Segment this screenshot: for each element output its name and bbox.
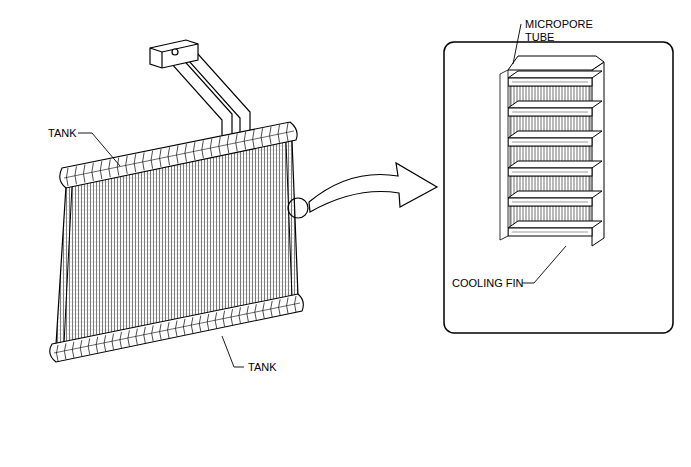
part-label: COOLING FIN [452, 277, 532, 290]
part-label: MICROPORE TUBE [525, 18, 595, 44]
refrigerant-pipes [150, 40, 250, 140]
detail-circle [288, 198, 308, 218]
detail-arrow [309, 163, 437, 212]
part-label: TANK [48, 127, 88, 140]
top-tank [60, 122, 297, 188]
detail-frame [444, 42, 673, 333]
bottom-tank [50, 294, 304, 362]
leader-lines [78, 24, 566, 367]
part-label: TANK [248, 361, 288, 374]
fin-detail [500, 56, 604, 246]
